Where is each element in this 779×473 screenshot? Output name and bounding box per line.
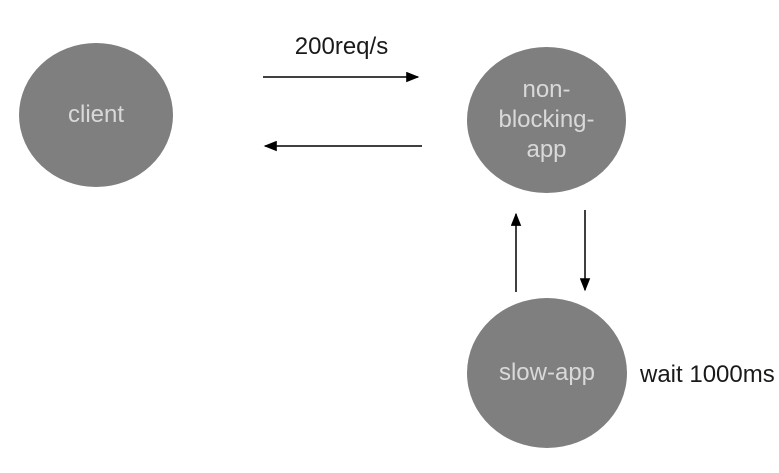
node-non-blocking-app: non- blocking- app (467, 47, 626, 193)
node-non-blocking-app-line3: app (526, 136, 567, 163)
wait-time-label: wait 1000ms (640, 361, 775, 388)
request-rate-label: 200req/s (294, 33, 389, 60)
node-client: client (19, 43, 173, 187)
node-non-blocking-app-line1: non- (522, 76, 571, 103)
node-non-blocking-app-line2: blocking- (498, 106, 595, 133)
node-slow-app-label: slow-app (498, 359, 596, 386)
node-client-label: client (67, 101, 125, 128)
node-slow-app: slow-app (467, 298, 627, 448)
node-non-blocking-app-label: non- blocking- app (498, 75, 594, 165)
